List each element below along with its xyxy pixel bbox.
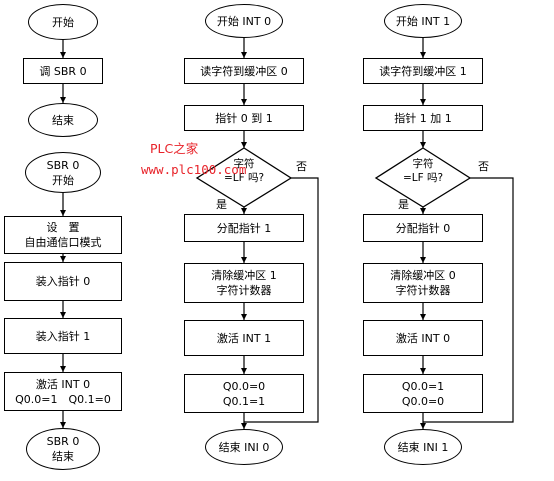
clear-buffer1-line2: 字符计数器	[216, 284, 272, 297]
sbr0-end-terminal: SBR 0 结束	[26, 428, 100, 470]
clear-buffer0-line1: 清除缓冲区 0	[390, 269, 456, 282]
pointer0-to1-box: 指针 0 到 1	[184, 105, 304, 131]
outputs-int0-line2: Q0.1=1	[222, 394, 266, 408]
int0-end-terminal: 结束 INI 0	[205, 429, 283, 465]
decision-int1-text: 字符 =LF 吗?	[388, 157, 458, 185]
assign-pointer1-box: 分配指针 1	[184, 214, 304, 242]
load-pointer1-label: 装入指针 1	[35, 329, 91, 343]
load-pointer0-box: 装入指针 0	[4, 262, 122, 301]
sbr0-start-line1: SBR 0	[46, 158, 80, 172]
decision-diamond-int0	[195, 147, 293, 208]
start-terminal: 开始	[28, 4, 98, 40]
int0-start-terminal: 开始 INT 0	[205, 4, 283, 38]
sbr0-end-line2: 结束	[52, 450, 74, 463]
read-char-buffer1-label: 读字符到缓冲区 1	[379, 64, 467, 78]
end-label: 结束	[52, 113, 74, 127]
setup-line1: 设 置	[46, 221, 80, 234]
assign-pointer0-label: 分配指针 0	[395, 221, 451, 235]
read-char-buffer0-box: 读字符到缓冲区 0	[184, 58, 304, 84]
activate-int1-label: 激活 INT 1	[216, 331, 272, 345]
int0-end-label: 结束 INI 0	[218, 440, 270, 454]
decision-int1-line1: 字符	[412, 158, 434, 170]
read-char-buffer1-box: 读字符到缓冲区 1	[363, 58, 483, 84]
assign-pointer1-label: 分配指针 1	[216, 221, 272, 235]
activate-int0-line2: Q0.0=1 Q0.1=0	[15, 392, 111, 406]
assign-pointer0-box: 分配指针 0	[363, 214, 483, 242]
no-branch-label-int1: 否	[478, 160, 489, 173]
activate-int0-box-right: 激活 INT 0	[363, 320, 483, 356]
clear-buffer0-box: 清除缓冲区 0 字符计数器	[363, 263, 483, 303]
int1-start-terminal: 开始 INT 1	[384, 4, 462, 38]
outputs-int1-line1: Q0.0=1	[401, 379, 445, 393]
int1-end-label: 结束 INI 1	[397, 440, 449, 454]
clear-buffer0-line2: 字符计数器	[395, 284, 451, 297]
watermark-url: www.plc100.com	[141, 162, 247, 177]
activate-int0-label-right: 激活 INT 0	[395, 331, 451, 345]
read-char-buffer0-label: 读字符到缓冲区 0	[200, 64, 288, 78]
no-branch-label: 否	[296, 160, 307, 173]
outputs-int1-box: Q0.0=1 Q0.0=0	[363, 374, 483, 413]
decision-int0-line2: =LF 吗?	[223, 172, 265, 184]
load-pointer1-box: 装入指针 1	[4, 318, 122, 354]
activate-int0-box: 激活 INT 0 Q0.0=1 Q0.1=0	[4, 372, 122, 411]
pointer1-inc-label: 指针 1 加 1	[394, 111, 452, 125]
start-label: 开始	[52, 15, 74, 29]
yes-branch-label: 是	[216, 198, 227, 211]
call-sbr0-box: 调 SBR 0	[23, 58, 103, 84]
call-sbr0-label: 调 SBR 0	[39, 64, 87, 78]
outputs-int0-line1: Q0.0=0	[222, 379, 266, 393]
clear-buffer1-line1: 清除缓冲区 1	[211, 269, 277, 282]
decision-int0-text: 字符 =LF 吗?	[209, 157, 279, 185]
int1-start-label: 开始 INT 1	[395, 14, 451, 28]
sbr0-start-line2: 开始	[52, 173, 74, 187]
load-pointer0-label: 装入指针 0	[35, 275, 91, 288]
activate-int0-line1: 激活 INT 0	[35, 377, 91, 391]
decision-int0-line1: 字符	[233, 158, 255, 170]
setup-freeport-box: 设 置 自由通信口模式	[4, 216, 122, 254]
int1-end-terminal: 结束 INI 1	[384, 429, 462, 465]
decision-diamond-int1	[374, 147, 472, 208]
outputs-int0-box: Q0.0=0 Q0.1=1	[184, 374, 304, 413]
activate-int1-box: 激活 INT 1	[184, 320, 304, 356]
sbr0-start-terminal: SBR 0 开始	[25, 152, 101, 193]
end-terminal: 结束	[28, 103, 98, 137]
yes-branch-label-int1: 是	[398, 198, 409, 211]
watermark-title: PLC之家	[150, 141, 199, 156]
setup-line2: 自由通信口模式	[24, 236, 102, 249]
sbr0-end-line1: SBR 0	[46, 435, 80, 448]
clear-buffer1-box: 清除缓冲区 1 字符计数器	[184, 263, 304, 303]
pointer1-inc-box: 指针 1 加 1	[363, 105, 483, 131]
decision-int1-line2: =LF 吗?	[402, 172, 444, 184]
pointer0-to1-label: 指针 0 到 1	[215, 111, 273, 125]
outputs-int1-line2: Q0.0=0	[401, 394, 445, 408]
int0-start-label: 开始 INT 0	[216, 14, 272, 28]
